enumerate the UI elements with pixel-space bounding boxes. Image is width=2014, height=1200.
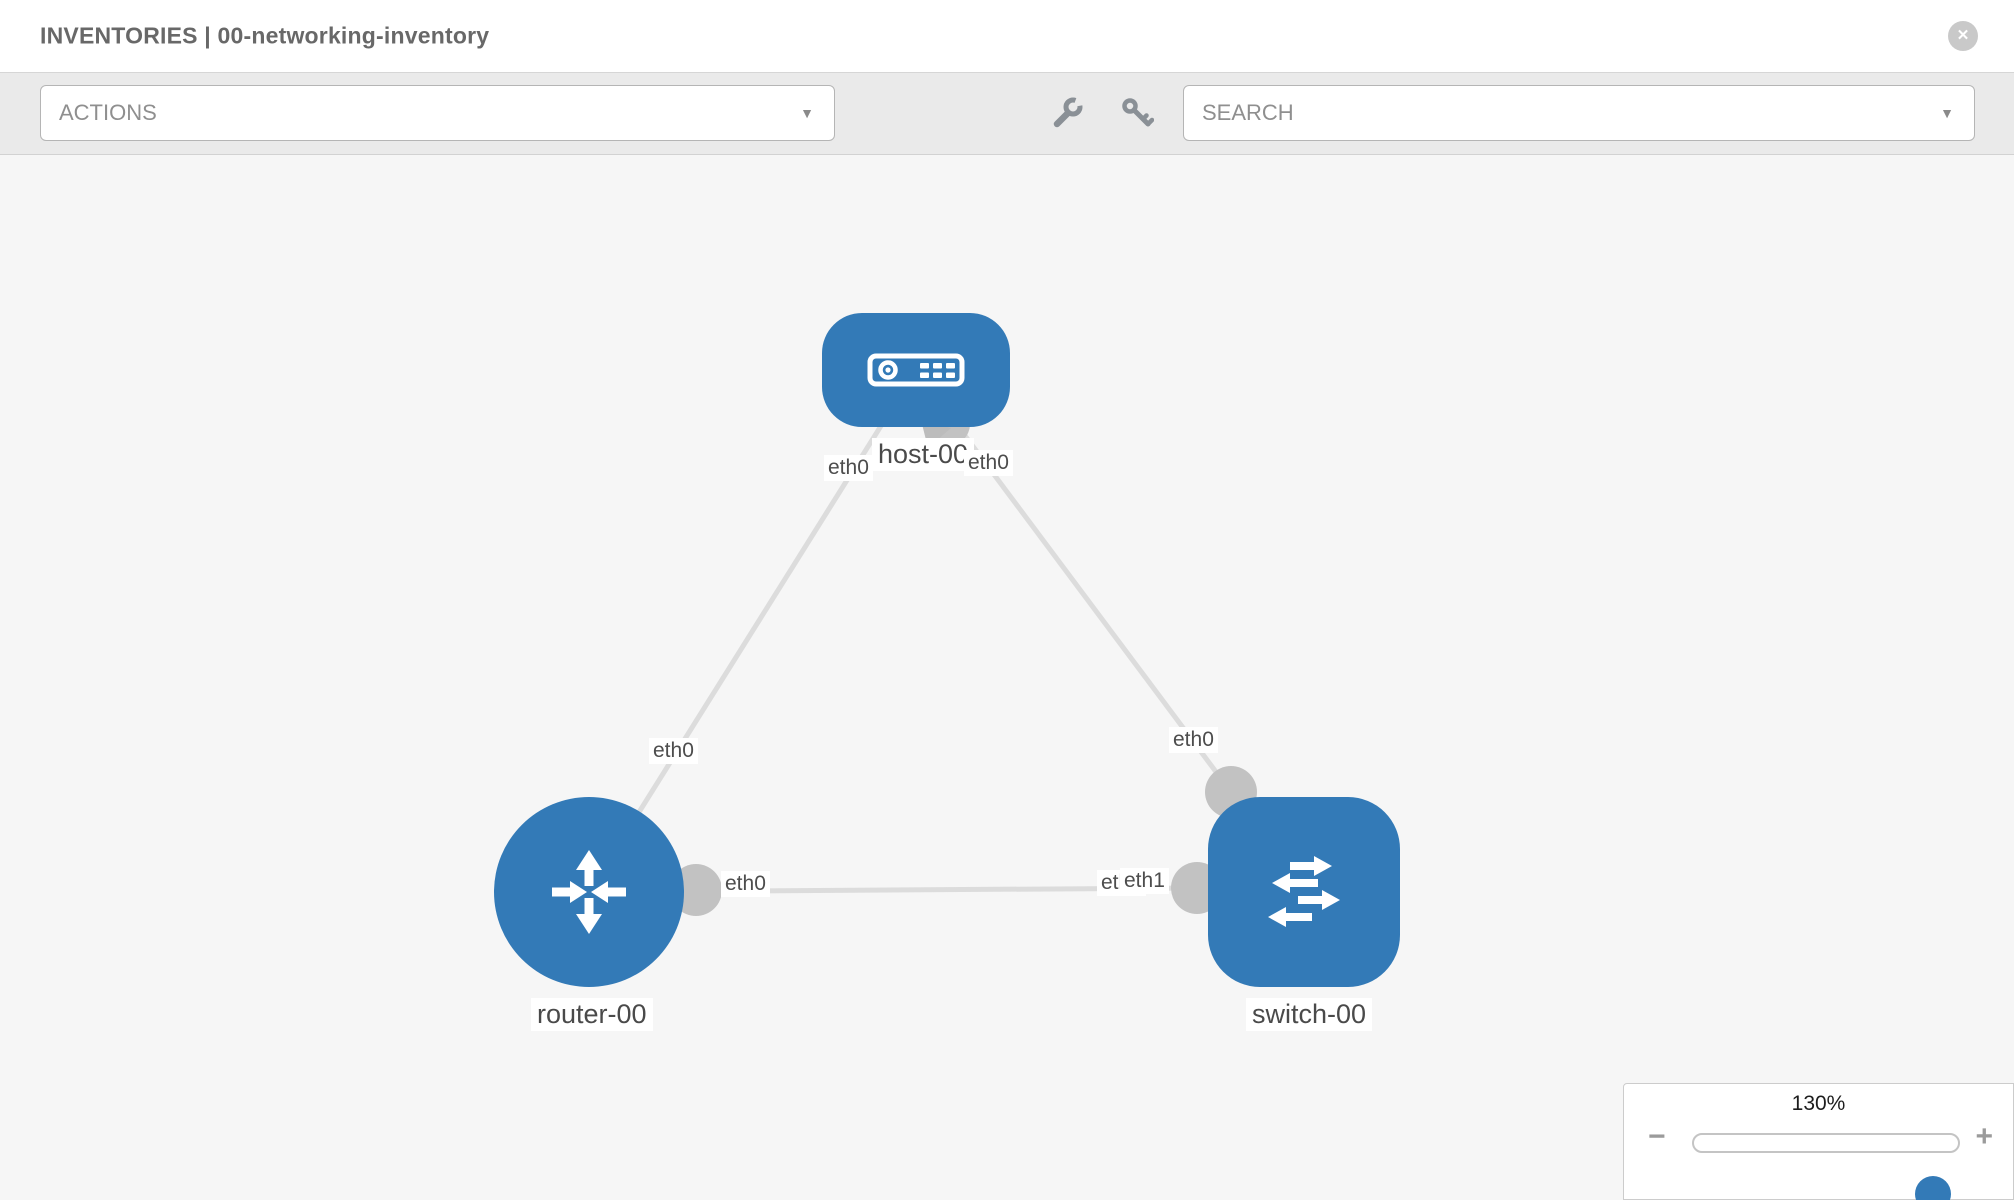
close-icon: ✕ [1956,27,1970,44]
search-dropdown-label: SEARCH [1202,100,1294,125]
interface-label-host-left: eth0 [824,455,873,481]
toolbar: ACTIONS ▼ SEARCH ▼ [0,73,2014,155]
node-label-router: router-00 [531,998,653,1031]
node-host-00[interactable] [822,313,1010,427]
chevron-down-icon: ▼ [1940,105,1954,121]
zoom-slider-track[interactable] [1692,1133,1960,1200]
host-icon [867,353,965,387]
topology-canvas[interactable] [0,155,2014,1200]
zoom-slider-thumb[interactable] [1915,1176,1951,1200]
actions-dropdown-label: ACTIONS [59,100,157,125]
page-title: INVENTORIES | 00-networking-inventory [40,22,490,49]
search-dropdown[interactable]: SEARCH ▼ [1183,85,1975,141]
node-switch-00[interactable] [1208,797,1400,987]
header-bar: INVENTORIES | 00-networking-inventory ✕ [0,0,2014,73]
interface-label-router-right: eth0 [721,871,770,897]
minus-icon: − [1648,1120,1666,1153]
node-router-00[interactable] [494,797,684,987]
zoom-out-button[interactable]: − [1648,1122,1666,1152]
interface-label-switch-left: eth1 [1120,868,1169,894]
actions-dropdown[interactable]: ACTIONS ▼ [40,85,835,141]
node-label-switch: switch-00 [1246,998,1373,1031]
wrench-icon [1053,96,1084,128]
credentials-key-button[interactable] [1108,85,1166,141]
interface-label-host-right: eth0 [964,450,1013,476]
close-button[interactable]: ✕ [1948,21,1978,51]
plus-icon: + [1975,1120,1993,1153]
interface-label-router-top: eth0 [649,738,698,764]
zoom-level: 130% [1791,1092,1846,1115]
configure-tools-button[interactable] [1038,85,1096,141]
node-label-host: host-00 [872,438,975,471]
router-icon [552,850,626,934]
interface-label-switch-top: eth0 [1169,727,1218,753]
zoom-panel: 130% − + [1623,1083,2014,1200]
chevron-down-icon: ▼ [800,105,814,121]
zoom-in-button[interactable]: + [1975,1122,1993,1152]
key-icon [1122,98,1154,127]
switch-icon [1268,856,1340,927]
